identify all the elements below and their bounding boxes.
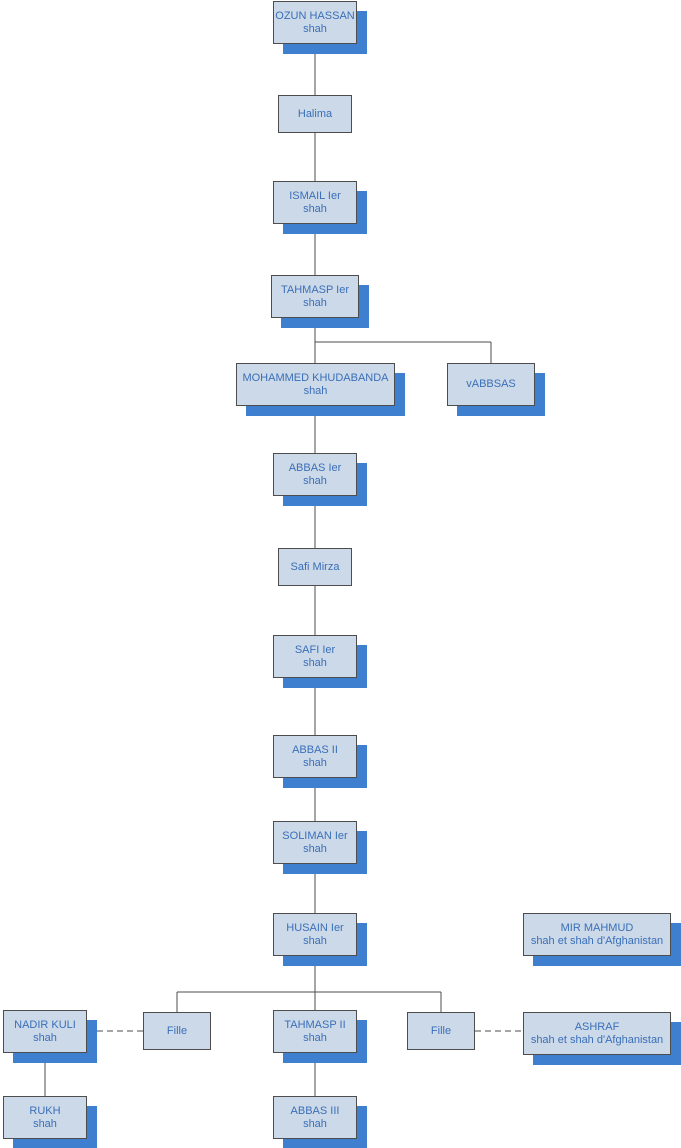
node-name-nadir-kuli: NADIR KULI bbox=[14, 1018, 76, 1031]
node-halima[interactable]: Halima bbox=[278, 95, 352, 133]
node-title-safi-ier: shah bbox=[303, 656, 327, 669]
node-name-fille-right: Fille bbox=[430, 1024, 452, 1037]
node-title-abbas-ii: shah bbox=[303, 756, 327, 769]
node-name-safi-mirza: Safi Mirza bbox=[290, 560, 340, 573]
node-safi-mirza[interactable]: Safi Mirza bbox=[278, 548, 352, 586]
node-name-fille-left: Fille bbox=[166, 1024, 188, 1037]
node-fille-right[interactable]: Fille bbox=[407, 1012, 475, 1050]
node-fille-left[interactable]: Fille bbox=[143, 1012, 211, 1050]
node-title-mir-mahmud: shah et shah d'Afghanistan bbox=[530, 934, 664, 947]
node-name-ashraf: ASHRAF bbox=[574, 1020, 620, 1033]
node-title-rukh: shah bbox=[33, 1117, 57, 1130]
node-name-ismail-ier: ISMAIL Ier bbox=[289, 189, 341, 202]
node-name-mir-mahmud: MIR MAHMUD bbox=[560, 921, 634, 934]
node-title-abbas-ier: shah bbox=[303, 474, 327, 487]
node-title-soliman-ier: shah bbox=[303, 842, 327, 855]
node-title-husain-ier: shah bbox=[303, 934, 327, 947]
node-name-rukh: RUKH bbox=[29, 1104, 61, 1117]
node-name-abbas-ii: ABBAS II bbox=[292, 743, 338, 756]
node-name-vabbsas: vABBSAS bbox=[466, 378, 516, 390]
node-name-halima: Halima bbox=[297, 107, 333, 120]
node-title-tahmasp-ier: shah bbox=[303, 296, 327, 309]
solid-connectors bbox=[44, 44, 492, 1096]
node-name-ozun-hassan: OZUN HASSAN bbox=[275, 9, 355, 22]
node-name-abbas-ier: ABBAS Ier bbox=[288, 461, 342, 474]
node-title-mohammed-khudabanda: shah bbox=[303, 384, 328, 397]
node-name-safi-ier: SAFI Ier bbox=[294, 643, 336, 656]
node-name-husain-ier: HUSAIN Ier bbox=[286, 921, 344, 934]
node-title-nadir-kuli: shah bbox=[33, 1031, 57, 1044]
node-name-mohammed-khudabanda: MOHAMMED KHUDABANDA bbox=[242, 371, 389, 384]
node-title-ismail-ier: shah bbox=[303, 202, 327, 215]
node-title-tahmasp-ii: shah bbox=[303, 1031, 327, 1044]
node-name-soliman-ier: SOLIMAN Ier bbox=[282, 829, 348, 842]
node-name-tahmasp-ii: TAHMASP II bbox=[284, 1018, 346, 1031]
node-name-abbas-iii: ABBAS III bbox=[290, 1104, 340, 1117]
node-title-ashraf: shah et shah d'Afghanistan bbox=[530, 1033, 664, 1046]
node-title-ozun-hassan: shah bbox=[303, 22, 327, 35]
node-vabbsas[interactable]: vABBSAS bbox=[447, 363, 535, 406]
node-title-abbas-iii: shah bbox=[303, 1117, 327, 1130]
node-name-tahmasp-ier: TAHMASP Ier bbox=[280, 283, 350, 296]
